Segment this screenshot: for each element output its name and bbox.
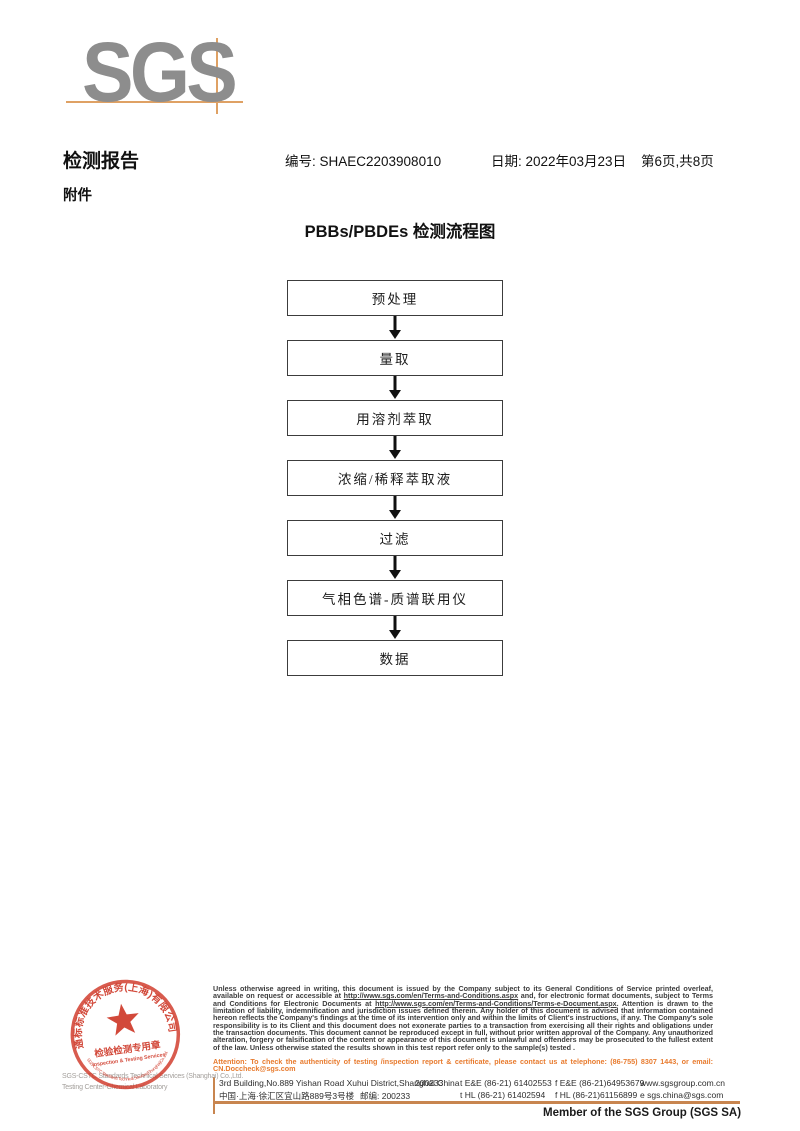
tel-ee: t E&E (86-21) 61402553 — [460, 1078, 552, 1088]
lab-name-line1: SGS-CSTC Standards Technical Services (S… — [62, 1073, 244, 1080]
flowchart-title: PBBs/PBDEs 检测流程图 — [304, 223, 496, 241]
address-accent-vline — [213, 1077, 215, 1114]
flow-step-measure: 量取 — [287, 340, 503, 376]
email-link[interactable]: e sgs.china@sgs.com — [640, 1090, 724, 1100]
tel-hl: t HL (86-21) 61402594 — [460, 1090, 546, 1100]
flow-step-solvent-extraction: 用溶剂萃取 — [287, 400, 503, 436]
report-date: 日期: 2022年03月23日 — [491, 154, 627, 169]
zip-cn: 邮编: 200233 — [360, 1091, 411, 1101]
flow-step-data: 数据 — [287, 640, 503, 676]
logo-accent-hline — [66, 101, 243, 103]
legal-seg2: and, for electronic format documents, su… — [213, 991, 713, 1008]
attachment-label: 附件 — [63, 188, 92, 204]
flow-step-pretreatment: 预处理 — [287, 280, 503, 316]
attention-notice: Attention: To check the authenticity of … — [213, 1057, 713, 1074]
address-row-en: 3rd Building,No.889 Yishan Road Xuhui Di… — [219, 1078, 779, 1090]
flow-step-filter: 过滤 — [287, 520, 503, 556]
flowchart: 预处理 量取 用溶剂萃取 浓缩/稀释萃取液 过滤 气相色谱-质谱联用仪 数据 — [287, 280, 503, 676]
report-title: 检测报告 — [63, 151, 140, 172]
arrow-down-icon — [287, 496, 503, 520]
flow-step-gcms: 气相色谱-质谱联用仪 — [287, 580, 503, 616]
legal-disclaimer: Unless otherwise agreed in writing, this… — [213, 985, 713, 1051]
website-link[interactable]: www.sgsgroup.com.cn — [640, 1078, 726, 1088]
sgs-group-member-note: Member of the SGS Group (SGS SA) — [543, 1107, 742, 1119]
address-block: 3rd Building,No.889 Yishan Road Xuhui Di… — [219, 1078, 779, 1102]
arrow-down-icon — [287, 376, 503, 400]
address-accent-hline — [213, 1101, 740, 1104]
address-en: 3rd Building,No.889 Yishan Road Xuhui Di… — [219, 1078, 460, 1088]
zip-en: 200233 — [415, 1078, 444, 1088]
company-stamp: 通标标准技术服务(上海)有限公司 SGS-CSTC Standards Tech… — [50, 969, 208, 1110]
legal-seg1: Unless otherwise agreed in writing, this… — [213, 984, 713, 1001]
fax-hl: f HL (86-21)61156899 — [555, 1090, 638, 1100]
star-icon — [106, 1003, 139, 1036]
stamp-seal: 通标标准技术服务(上海)有限公司 SGS-CSTC Standards Tech… — [64, 974, 181, 1090]
legal-seg3: . Attention is drawn to the limitation o… — [213, 998, 713, 1052]
flow-step-concentrate-dilute: 浓缩/稀释萃取液 — [287, 460, 503, 496]
sgs-logo: SGS — [82, 25, 238, 119]
report-number: 编号: SHAEC2203908010 — [285, 154, 442, 169]
logo-accent-vline — [216, 38, 218, 114]
terms-link[interactable]: http://www.sgs.com/en/Terms-and-Conditio… — [343, 991, 519, 1001]
address-row-cn: 中国·上海·徐汇区宜山路889号3号楼 邮编: 200233 t HL (86-… — [219, 1090, 779, 1102]
arrow-down-icon — [287, 616, 503, 640]
arrow-down-icon — [287, 556, 503, 580]
address-cn: 中国·上海·徐汇区宜山路889号3号楼 — [219, 1091, 355, 1101]
arrow-down-icon — [287, 316, 503, 340]
page-indicator: 第6页,共8页 — [641, 154, 714, 169]
arrow-down-icon — [287, 436, 503, 460]
fax-ee: f E&E (86-21)64953679 — [555, 1078, 645, 1088]
terms-e-document-link[interactable]: http://www.sgs.com/en/Terms-and-Conditio… — [375, 998, 617, 1008]
